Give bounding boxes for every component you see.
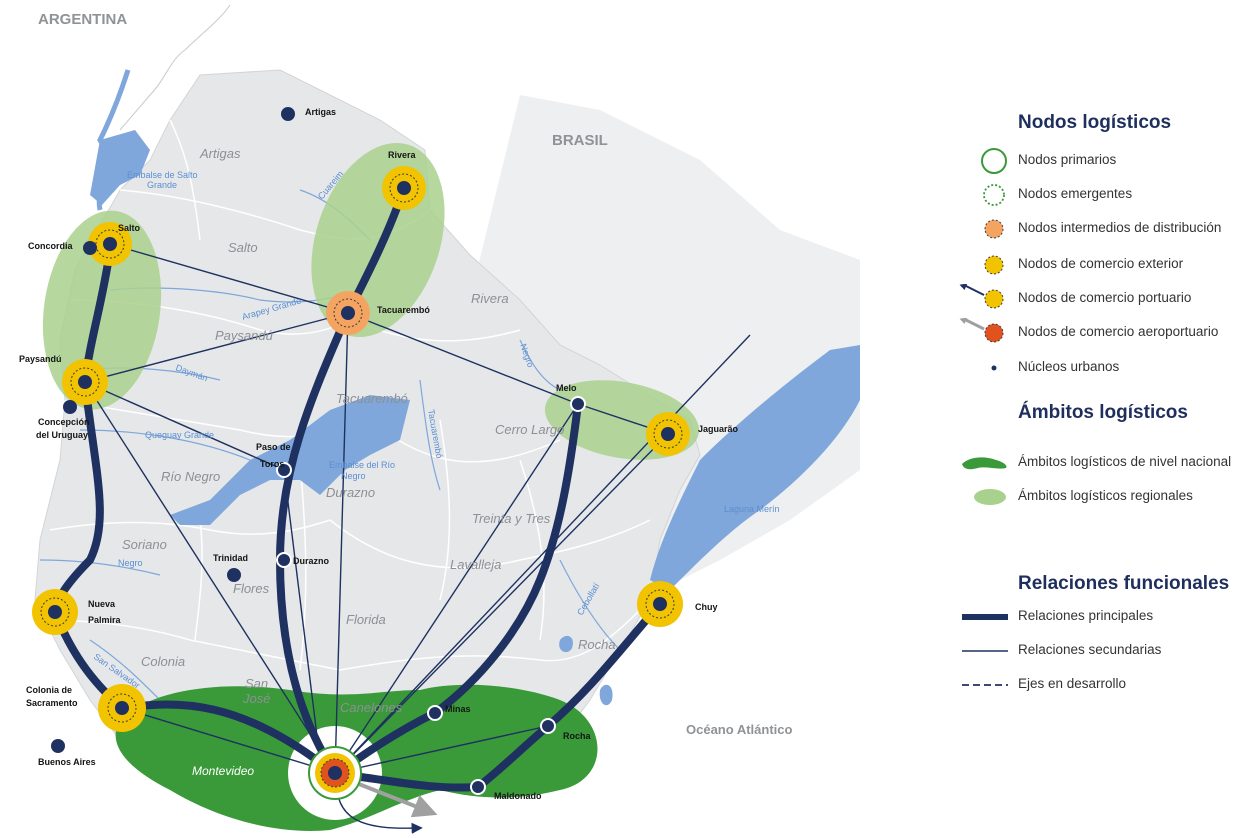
legend-item-ambito-regional: Ámbitos logísticos regionales (1018, 488, 1193, 503)
city-colonia-2: Sacramento (26, 698, 78, 708)
dept-san-jose-1: San (245, 676, 268, 691)
urban-core-icon (991, 365, 997, 371)
city-melo: Melo (556, 383, 577, 393)
primary-relation-icon (962, 614, 1008, 620)
dept-tacuarembo: Tacuarembó (336, 391, 408, 406)
water-negro: Negro (118, 558, 143, 568)
dept-colonia: Colonia (141, 654, 185, 669)
legend-ambitos-title: Ámbitos logísticos (1018, 402, 1188, 423)
legend-item-intermedios: Nodos intermedios de distribución (1018, 220, 1222, 235)
laguna-costera (599, 684, 613, 706)
dept-treinta-y-tres: Treinta y Tres (472, 511, 551, 526)
legend-item-ambito-nacional: Ámbitos logísticos de nivel nacional (1018, 454, 1232, 469)
label-ocean: Océano Atlántico (686, 722, 792, 737)
city-jaguarao: Jaguarão (698, 424, 739, 434)
city-concepcion-2: del Uruguay (36, 430, 88, 440)
legend-item-comercio-exterior: Nodos de comercio exterior (1018, 256, 1184, 271)
legend-item-comercio-aeroportuario: Nodos de comercio aeroportuario (1018, 324, 1219, 339)
water-rincon-1: Embalse del Río (329, 460, 395, 470)
laguna-merin (650, 345, 860, 590)
dept-durazno: Durazno (326, 485, 375, 500)
city-rocha: Rocha (563, 731, 592, 741)
dept-cerro-largo: Cerro Largo (495, 422, 564, 437)
developing-axis-icon (962, 684, 1008, 686)
dept-artigas: Artigas (199, 146, 241, 161)
dept-san-jose-2: José (242, 691, 270, 706)
national-area-icon (962, 457, 1007, 470)
logistics-map: ARGENTINA BRASIL Océano Atlántico Artiga… (19, 4, 860, 834)
city-concordia: Concordia (28, 241, 73, 251)
legend: Nodos logísticos Nodos primarios Nodos e… (950, 0, 1256, 838)
laguna-costera-2 (559, 635, 573, 653)
water-laguna-merin: Laguna Merín (724, 504, 780, 514)
label-brasil: BRASIL (552, 132, 608, 149)
water-embalse-2: Grande (147, 180, 177, 190)
label-argentina: ARGENTINA (38, 11, 127, 28)
city-paso-toros-1: Paso de (256, 442, 291, 452)
emergent-node-icon (983, 184, 1005, 206)
water-rincon-2: Negro (341, 471, 366, 481)
department-borders (39, 119, 651, 671)
regional-area-icon (974, 489, 1006, 505)
argentina-border (119, 4, 231, 131)
city-chuy: Chuy (695, 602, 718, 612)
embalse-salto-grande (90, 130, 150, 205)
city-durazno: Durazno (293, 556, 330, 566)
city-artigas: Artigas (305, 107, 336, 117)
legend-item-relaciones-secundarias: Relaciones secundarias (1018, 642, 1162, 657)
city-salto: Salto (118, 223, 141, 233)
city-paysandu: Paysandú (19, 354, 62, 364)
legend-item-comercio-portuario: Nodos de comercio portuario (1018, 290, 1192, 305)
dept-rio-negro: Río Negro (161, 469, 220, 484)
dept-soriano: Soriano (122, 537, 167, 552)
secondary-relation-icon (962, 650, 1008, 652)
city-trinidad: Trinidad (213, 553, 248, 563)
dept-florida: Florida (346, 612, 386, 627)
primary-node-icon (981, 148, 1007, 174)
dept-salto: Salto (228, 240, 258, 255)
city-buenos-aires: Buenos Aires (38, 757, 96, 767)
dept-canelones: Canelones (340, 700, 403, 715)
airport-trade-node-icon (959, 318, 1004, 343)
dept-montevideo: Montevideo (192, 764, 254, 778)
port-trade-node-icon (959, 284, 1004, 309)
dept-lavalleja: Lavalleja (450, 557, 501, 572)
exterior-trade-node-icon (984, 255, 1004, 275)
legend-item-relaciones-principales: Relaciones principales (1018, 608, 1154, 623)
legend-nodos-title: Nodos logísticos (1018, 112, 1172, 133)
city-rivera: Rivera (388, 150, 417, 160)
dept-rocha: Rocha (578, 637, 616, 652)
city-colonia-1: Colonia de (26, 685, 72, 695)
intermediate-node-icon (984, 219, 1004, 239)
city-tacuarembo: Tacuarembó (377, 305, 430, 315)
legend-item-nucleos-urbanos: Núcleos urbanos (1018, 359, 1120, 374)
city-paso-toros-2: Toros (260, 459, 284, 469)
dept-rivera: Rivera (471, 291, 509, 306)
city-nueva-palmira-2: Palmira (88, 615, 122, 625)
dept-flores: Flores (233, 581, 270, 596)
dept-paysandu: Paysandú (215, 328, 273, 343)
city-maldonado: Maldonado (494, 791, 542, 801)
legend-relaciones-title: Relaciones funcionales (1018, 573, 1230, 594)
legend-item-primarios: Nodos primarios (1018, 152, 1117, 167)
legend-item-emergentes: Nodos emergentes (1018, 186, 1133, 201)
water-queguay: Queguay Grande (145, 430, 214, 440)
city-nueva-palmira-1: Nueva (88, 599, 116, 609)
nodes (32, 107, 690, 800)
water-embalse-1: Embalse de Salto (127, 170, 198, 180)
legend-item-ejes-desarrollo: Ejes en desarrollo (1018, 676, 1127, 691)
city-minas: Minas (445, 704, 471, 714)
city-concepcion-1: Concepción (38, 417, 90, 427)
